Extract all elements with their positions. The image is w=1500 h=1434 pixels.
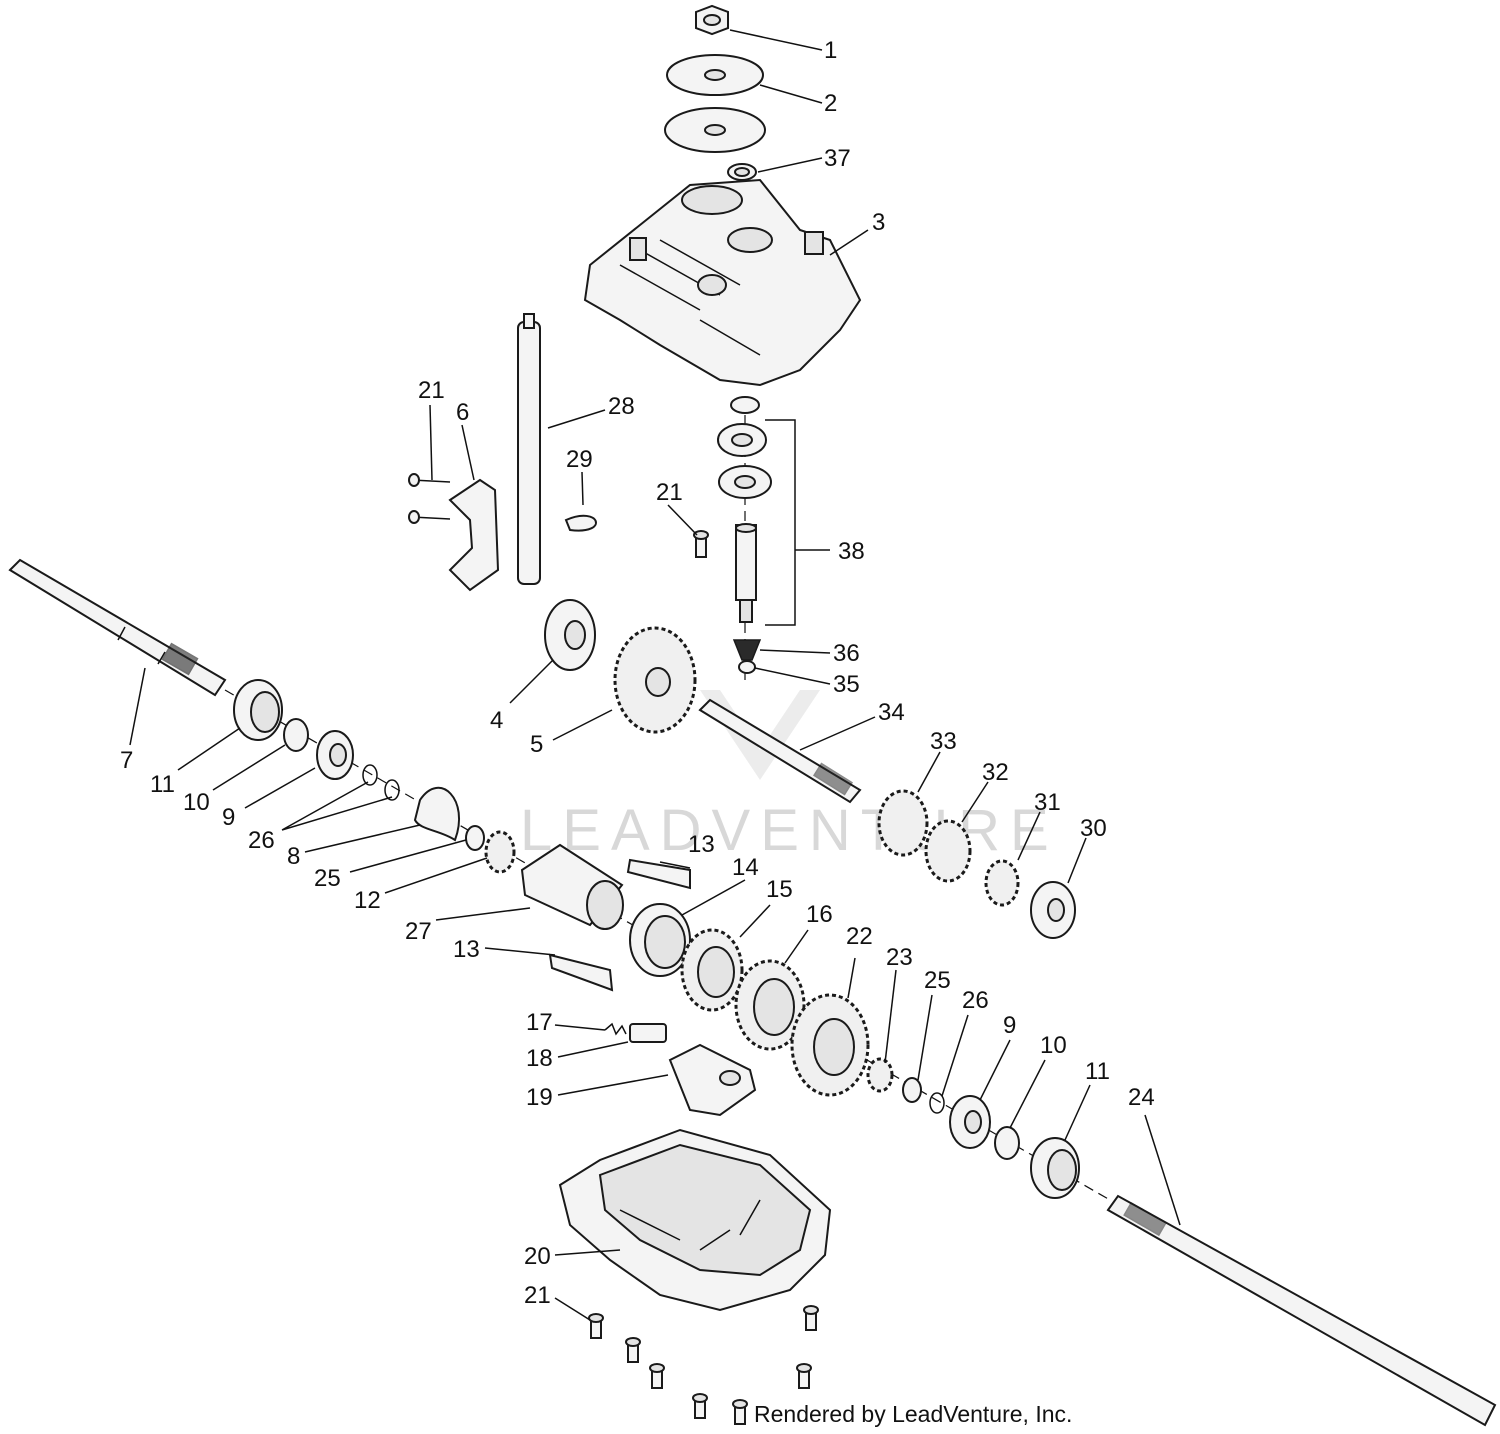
callout-23: 23 [886,944,913,971]
part-15-gear [680,928,744,1012]
part-35-nut [738,660,756,674]
part-8-spring-clip [413,786,461,842]
callout-8: 8 [287,843,300,870]
callout-5: 5 [530,731,543,758]
callout-9-right: 9 [1003,1012,1016,1039]
callout-19: 19 [526,1084,553,1111]
part-36-pinion-gear [732,639,762,661]
callout-labels: 1 2 37 3 28 21 6 29 21 38 36 35 7 4 5 34… [120,37,1155,1309]
callout-3: 3 [872,209,885,236]
callout-34: 34 [878,699,905,726]
part-10-left-seal [283,718,309,752]
part-16-gear [734,959,806,1051]
callout-13-lower: 13 [453,936,480,963]
callout-10-right: 10 [1040,1032,1067,1059]
callout-32: 32 [982,759,1009,786]
part-26-rings-left [362,764,400,801]
part-7-left-axle [8,558,227,697]
part-34-countershaft [698,698,862,804]
part-3-upper-housing [583,178,862,387]
callout-37: 37 [824,145,851,172]
callout-4: 4 [490,707,503,734]
part-9-left-bearing [316,730,354,780]
callout-1: 1 [824,37,837,64]
part-28-shift-rod [517,313,541,585]
callout-21-bottom: 21 [524,1282,551,1309]
part-13-key-upper [626,858,691,890]
callout-2: 2 [824,90,837,117]
callout-29: 29 [566,446,593,473]
part-20-lower-housing [558,1128,832,1312]
callout-11-left: 11 [150,771,175,798]
part-1-nut [695,4,729,36]
callout-11-right: 11 [1085,1058,1110,1085]
part-25-washer-right [902,1077,922,1103]
callout-27: 27 [405,918,432,945]
part-18-detent-block [629,1023,667,1043]
callout-21-center: 21 [656,479,683,506]
part-6-shift-fork [448,478,500,592]
callout-17: 17 [526,1009,553,1036]
callout-36: 36 [833,640,860,667]
callout-38: 38 [838,538,865,565]
callout-13-upper: 13 [688,831,715,858]
part-17-spring [604,1022,627,1036]
callout-6: 6 [456,399,469,426]
callout-12: 12 [354,887,381,914]
part-31-gear [984,859,1020,907]
part-9-right-bearing [949,1095,991,1149]
callout-31: 31 [1034,789,1061,816]
callout-26-right: 26 [962,987,989,1014]
callout-25-left: 25 [314,865,341,892]
part-26-ring-right [929,1092,945,1114]
part-14-thrust-ring [629,903,691,977]
part-21-screws-bottom [588,1305,819,1425]
credit-text: Rendered by LeadVenture, Inc. [754,1401,1072,1427]
part-25-washer-left [465,825,485,851]
callout-15: 15 [766,876,793,903]
part-30-bearing [1030,881,1076,939]
part-27-shift-collar [520,843,624,930]
callout-22: 22 [846,923,873,950]
part-23-small-gear [866,1057,894,1093]
callout-35: 35 [833,671,860,698]
part-12-small-gear [484,830,516,874]
part-19-shift-lever [668,1043,757,1117]
part-24-right-axle [1106,1194,1497,1427]
callout-18: 18 [526,1045,553,1072]
callout-16: 16 [806,901,833,928]
part-32-gear [924,819,972,883]
part-13-key-lower [548,953,614,992]
callout-28: 28 [608,393,635,420]
watermark-text: LEADVENTURE [520,798,1059,863]
callout-9-left: 9 [222,804,235,831]
callout-24: 24 [1128,1084,1155,1111]
part-11-left-cap [233,679,283,741]
part-21-screws-fork [408,473,451,524]
callout-33: 33 [930,728,957,755]
callout-7: 7 [120,747,133,774]
leader-lines [129,29,1181,1321]
part-4-bearing [544,599,596,671]
part-10-right-seal [994,1126,1020,1160]
part-37-seal [727,163,757,181]
part-33-gear [877,789,929,857]
part-38-input-shaft-assembly [717,396,772,623]
part-21-screw-center [693,530,709,558]
callout-25-right: 25 [924,967,951,994]
callout-10-left: 10 [183,789,210,816]
part-22-gear [790,993,870,1097]
callout-21-top: 21 [418,377,445,404]
callout-14: 14 [732,854,759,881]
part-5-bevel-gear [613,626,697,734]
part-washer-lower [664,107,766,153]
part-29-e-clip [564,514,597,532]
callout-20: 20 [524,1243,551,1270]
callout-30: 30 [1080,815,1107,842]
part-11-right-cap [1030,1137,1080,1199]
callout-26-left: 26 [248,827,275,854]
part-2-washer [666,54,764,96]
